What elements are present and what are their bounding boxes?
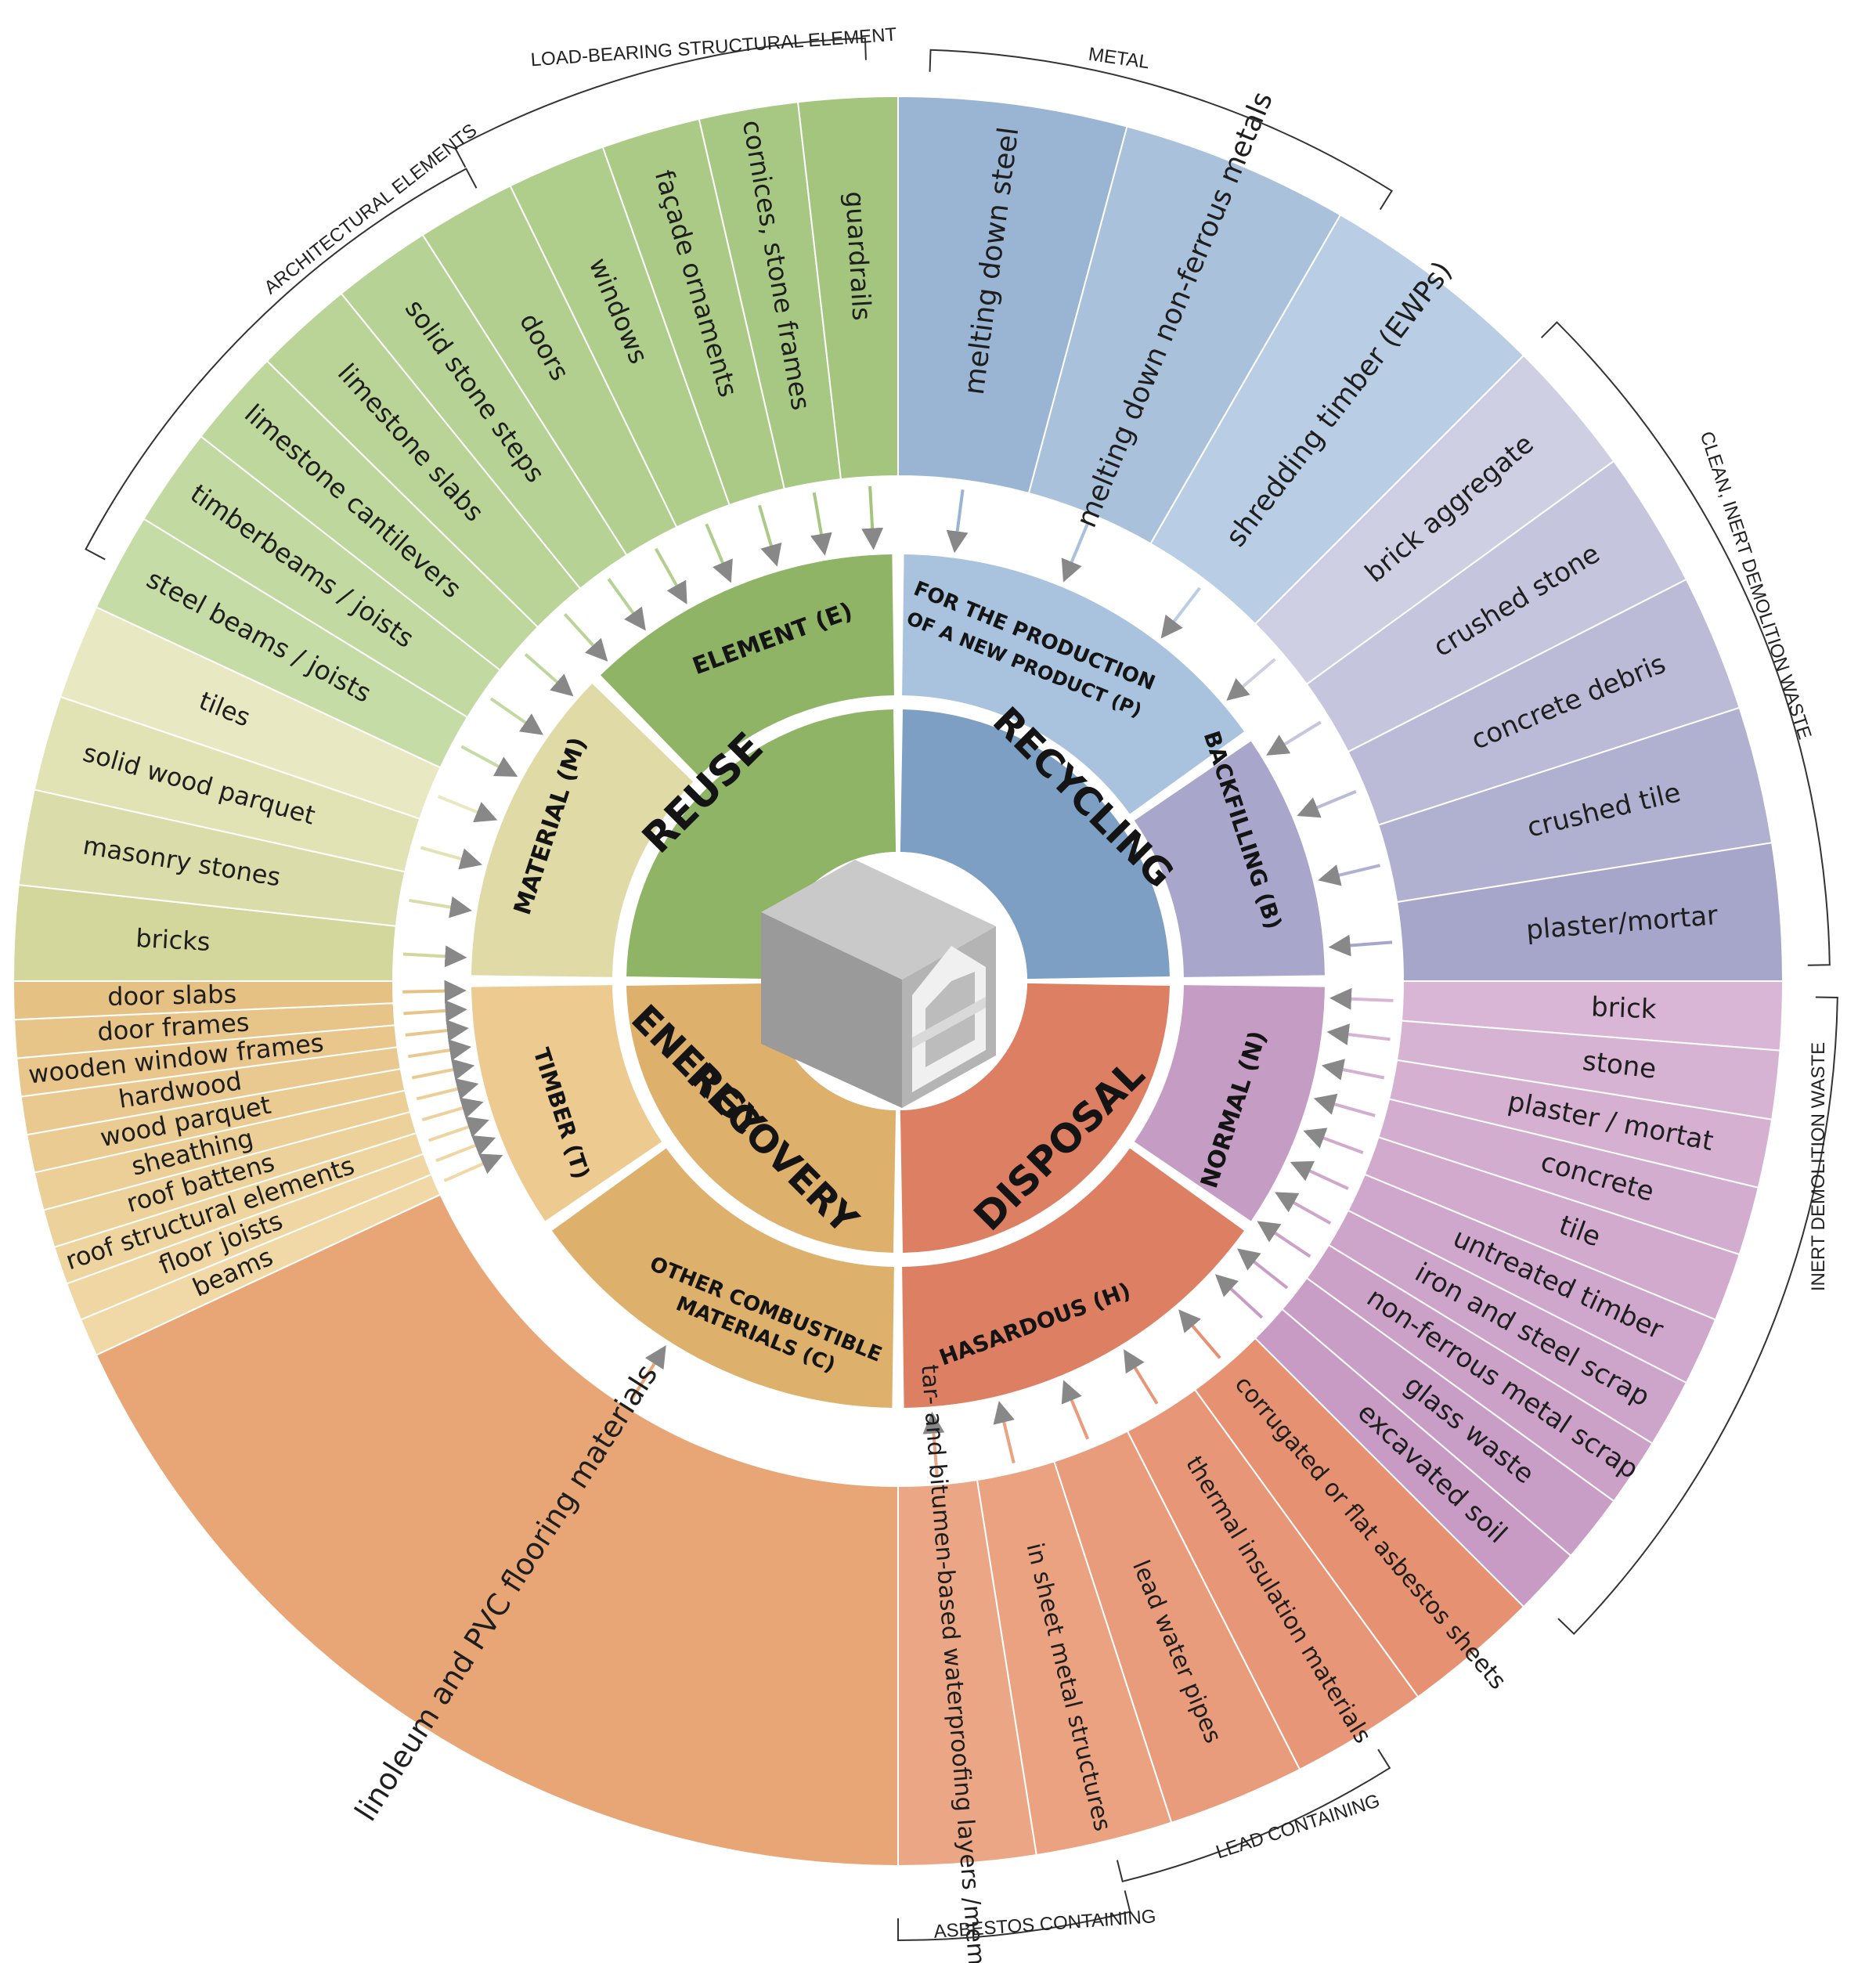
arrow-timber-1: [435, 1135, 496, 1163]
segment-timber-9: [12, 980, 395, 1021]
arrow-normal-3: [1313, 1093, 1376, 1117]
hub-segment-recycling: [900, 709, 1170, 980]
outer-ring: [12, 95, 1784, 1867]
arrow-timber-9: [402, 980, 467, 1002]
bracket-asbestos: [897, 1890, 1131, 1942]
item-element-9: guardrails: [839, 190, 877, 321]
arrow-normal-1: [1326, 1023, 1391, 1046]
arrow-production-2: [1160, 586, 1201, 639]
item-normal-0: brick: [1590, 991, 1657, 1025]
group-label-lead: LEAD CONTAINING: [1214, 1790, 1383, 1863]
arrow-element-2: [524, 653, 574, 697]
subcategory-segment-combustible: [551, 1148, 894, 1408]
arrow-normal-7: [1257, 1221, 1311, 1258]
hub-segment-reuse: [626, 709, 897, 980]
arrow-timber-3: [421, 1097, 484, 1122]
subcategory-ring: [471, 554, 1325, 1408]
group-brackets: [85, 37, 1838, 1942]
arrow-backfilling-3: [1318, 864, 1380, 886]
arrow-timber-8: [403, 999, 467, 1022]
arrow-element-6: [705, 523, 733, 583]
subcategory-segment-backfilling: [1134, 741, 1325, 977]
arrow-timber-0: [443, 1153, 503, 1182]
arrow-material-1: [409, 896, 472, 918]
arrow-hazardous-3: [993, 1401, 1016, 1463]
arrow-backfilling-1: [1266, 720, 1322, 756]
bracket-lead: [1116, 1748, 1391, 1883]
arrow-hazardous-2: [1061, 1380, 1090, 1440]
arrow-normal-9: [1214, 1274, 1264, 1319]
segment-combustible-0: [95, 1193, 899, 1867]
subcategory-segment-hazardous: [902, 1148, 1245, 1408]
arrow-timber-7: [405, 1019, 469, 1041]
bracket-load-bearing: [453, 37, 867, 168]
arrow-normal-5: [1290, 1160, 1349, 1190]
arrow-normal-8: [1237, 1248, 1289, 1290]
item-material-0: bricks: [135, 923, 211, 957]
group-label-metal: METAL: [1087, 44, 1150, 74]
arrows: [402, 485, 1394, 1476]
arrow-timber-4: [416, 1078, 479, 1101]
arrow-element-8: [810, 492, 832, 556]
arrow-element-1: [489, 697, 543, 735]
bracket-inert: [1557, 996, 1838, 1636]
arrow-production-1: [1061, 522, 1090, 583]
arrow-material-2: [420, 846, 482, 870]
subcategory-segment-material: [471, 684, 694, 977]
arrow-element-0: [460, 745, 518, 778]
bracket-metal: [929, 49, 1393, 211]
arrow-element-7: [757, 504, 782, 567]
arrow-timber-5: [411, 1059, 475, 1081]
bracket-clean-inert: [1540, 321, 1831, 966]
bracket-architectural: [85, 168, 478, 561]
arrow-normal-0: [1329, 987, 1394, 1010]
arrow-backfilling-4: [1328, 934, 1393, 957]
arrow-combustible-0: [630, 1345, 666, 1400]
arrow-element-5: [654, 547, 687, 604]
arrow-timber-2: [428, 1116, 489, 1142]
group-label-inert: INERT DEMOLITION WASTE: [1808, 1042, 1829, 1291]
arrow-hazardous-1: [1124, 1349, 1159, 1405]
hub-segment-energy: [626, 983, 897, 1253]
hub-segment-disposal: [900, 983, 1170, 1253]
subcategory-segment-production: [902, 554, 1245, 814]
arrow-backfilling-0: [1226, 658, 1276, 701]
arrow-element-9: [861, 485, 884, 550]
arrow-backfilling-2: [1297, 789, 1357, 818]
arrow-timber-6: [408, 1039, 472, 1061]
item-timber-9: door slabs: [107, 979, 237, 1012]
subcategory-segment-normal: [1134, 985, 1325, 1221]
arrow-normal-2: [1321, 1059, 1385, 1081]
arrow-normal-4: [1303, 1128, 1364, 1154]
arrow-hazardous-0: [1178, 1309, 1221, 1359]
segment-material-3: [59, 606, 442, 820]
subcategory-segment-element: [601, 554, 894, 777]
arrow-material-3: [437, 795, 498, 823]
subcategory-segment-timber: [471, 985, 662, 1221]
arrow-element-3: [563, 613, 608, 662]
arrow-material-0: [402, 945, 467, 968]
group-label-load-bearing: LOAD-BEARING STRUCTURAL ELEMENT: [530, 24, 898, 71]
arrow-element-4: [607, 578, 646, 631]
arrow-production-0: [946, 489, 969, 554]
arrow-hazardous-4: [922, 1411, 945, 1476]
house-icon: [761, 860, 996, 1108]
arrow-normal-6: [1275, 1192, 1332, 1225]
